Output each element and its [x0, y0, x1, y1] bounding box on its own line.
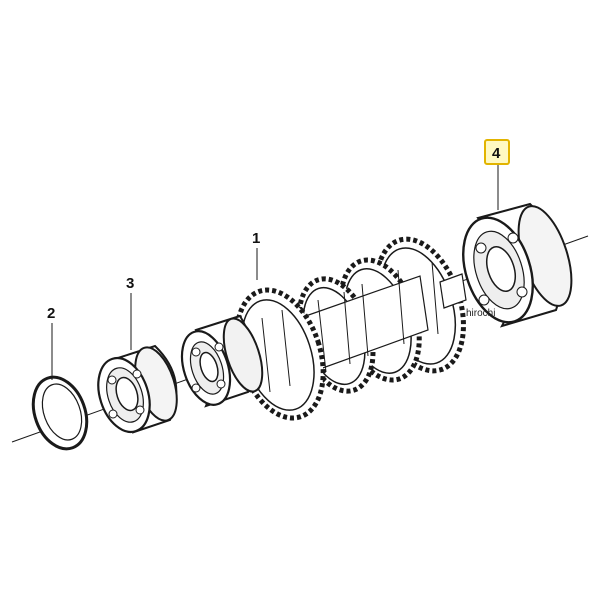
part-4-ball-bearing	[462, 202, 573, 328]
part-1-gear-cluster	[234, 236, 467, 421]
watermark-text: hirochi	[466, 308, 495, 319]
front-shaft-bearing	[180, 314, 264, 408]
callout-3: 3	[126, 275, 134, 292]
part-2-shim-ring	[31, 375, 89, 451]
callout-4-highlight	[484, 139, 510, 165]
callout-4: 4	[492, 145, 501, 162]
callout-1: 1	[252, 230, 260, 247]
callout-2: 2	[47, 305, 55, 322]
part-3-ball-bearing	[97, 344, 178, 434]
